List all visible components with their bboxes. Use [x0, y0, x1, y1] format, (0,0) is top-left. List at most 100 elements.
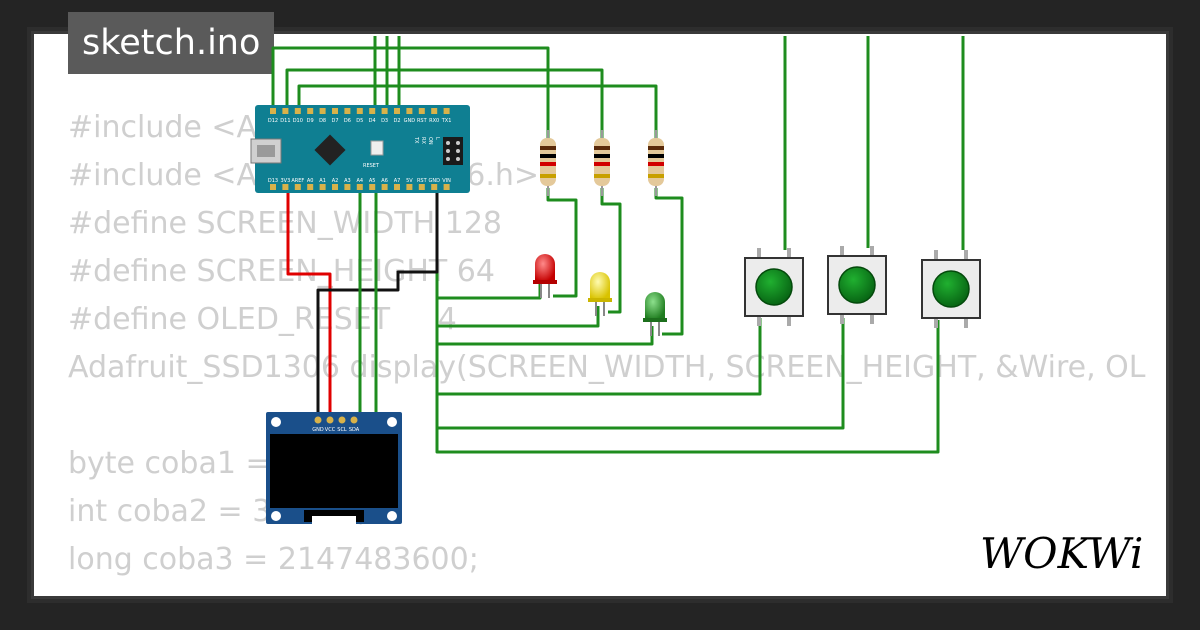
arduino-pin-label: A0 [307, 178, 314, 184]
wire-res2-led2 [600, 188, 622, 314]
arduino-pin[interactable] [294, 184, 301, 190]
oled-pin-label: SDA [349, 427, 360, 433]
arduino-pin-label: A1 [319, 178, 326, 184]
wire-d11-res2 [285, 68, 604, 140]
code-line: #define OLED_RESET 4 [68, 302, 457, 337]
arduino-pin[interactable] [282, 184, 289, 190]
arduino-pin-label: RX0 [429, 118, 439, 124]
led-red [533, 254, 557, 298]
arduino-pin[interactable] [431, 108, 438, 114]
arduino-side-label: TX [413, 136, 419, 144]
arduino-side-label: ON [427, 137, 433, 145]
arduino-pin-label: RST [417, 118, 428, 124]
arduino-pin[interactable] [394, 184, 400, 190]
arduino-pin[interactable] [418, 108, 425, 114]
arduino-side-label: RX [420, 137, 426, 144]
oled-pin[interactable] [314, 416, 322, 424]
arduino-pin-label: TX1 [441, 118, 452, 124]
arduino-pin-label: D5 [356, 118, 363, 124]
arduino-pin-label: D3 [381, 118, 388, 124]
wire-gnd-btn1 [435, 298, 762, 396]
arduino-pin[interactable] [319, 108, 326, 114]
wire-a5-scl [343, 186, 362, 422]
arduino-pin-label: D13 [268, 178, 278, 184]
wire-gnd-btn3 [435, 320, 940, 454]
wire-d10-res3 [297, 84, 658, 140]
arduino-pin[interactable] [270, 184, 276, 190]
arduino-pin-label: A4 [356, 178, 363, 184]
arduino-pin[interactable] [443, 184, 450, 190]
arduino-pin[interactable] [344, 184, 351, 190]
arduino-pin-label: A3 [344, 178, 351, 184]
arduino-pin[interactable] [356, 108, 363, 114]
arduino-pin[interactable] [418, 184, 425, 190]
oled-pin-label: GND [312, 427, 324, 433]
arduino-pin[interactable] [270, 108, 276, 114]
arduino-pin[interactable] [381, 184, 388, 190]
push-button[interactable] [744, 248, 804, 326]
arduino-pin-label: A6 [381, 178, 388, 184]
wire-3v3-vcc [286, 186, 332, 420]
arduino-pin[interactable] [369, 108, 376, 114]
reset-button [370, 140, 384, 156]
arduino-pin-label: 5V [406, 178, 413, 184]
arduino-pin[interactable] [406, 108, 413, 114]
resistor [648, 130, 664, 196]
arduino-pin[interactable] [356, 184, 363, 190]
button-cap[interactable] [932, 270, 970, 308]
arduino-pin-label: D8 [319, 118, 326, 124]
wire-gnd-btn2 [435, 318, 845, 430]
arduino-pin[interactable] [443, 108, 450, 114]
oled-pin[interactable] [338, 416, 346, 424]
push-button[interactable] [827, 246, 887, 324]
arduino-pin[interactable] [369, 184, 376, 190]
arduino-pin-label: GND [404, 118, 416, 124]
file-tab[interactable]: sketch.ino [68, 12, 275, 74]
wire-gnd-oled [316, 186, 439, 420]
arduino-pin[interactable] [307, 184, 314, 190]
arduino-pin-label: VIN [442, 178, 451, 184]
arduino-pin-label: GND [428, 178, 440, 184]
arduino-pin[interactable] [332, 184, 338, 190]
arduino-pin[interactable] [319, 184, 326, 190]
arduino-board [255, 105, 470, 193]
arduino-pin[interactable] [307, 108, 314, 114]
wire-d12-res1 [271, 46, 550, 140]
arduino-pin[interactable] [294, 108, 301, 114]
code-editor-background: #include <Ac#include <Ad 6.h>#define SCR… [68, 104, 1146, 584]
icsp-header [443, 137, 463, 165]
arduino-pin[interactable] [381, 108, 388, 114]
arduino-pin-label: A2 [332, 178, 339, 184]
arduino-pin[interactable] [406, 184, 413, 190]
wire-gnd-led2 [437, 306, 600, 328]
arduino-pin-label: D6 [344, 118, 351, 124]
arduino-pin-label: D7 [331, 118, 338, 124]
button-cap[interactable] [838, 266, 876, 304]
push-button[interactable] [921, 250, 981, 328]
code-line: #define SCREEN_WIDTH 128 [68, 206, 503, 241]
arduino-pin[interactable] [344, 108, 351, 114]
wires [271, 36, 965, 454]
arduino-pin-label: D12 [268, 118, 278, 124]
code-line: Adafruit_SSD1306 display(SCREEN_WIDTH, S… [68, 350, 1146, 385]
oled-pin[interactable] [326, 416, 334, 424]
wire-a4-sda [354, 186, 378, 422]
oled-pin[interactable] [350, 416, 358, 424]
reset-label: RESET [363, 163, 380, 169]
arduino-pin[interactable] [332, 108, 338, 114]
arduino-pin-label: D11 [280, 118, 290, 124]
arduino-pin[interactable] [282, 108, 289, 114]
arduino-pin[interactable] [394, 108, 400, 114]
button-cap[interactable] [755, 268, 793, 306]
arduino-pin-label: RST [417, 178, 428, 184]
arduino-pin[interactable] [431, 184, 438, 190]
wire-gnd-led3 [437, 326, 654, 346]
usb-connector [250, 138, 282, 164]
code-line: #include <Ad 6.h> [68, 158, 540, 193]
code-line: long coba3 = 2147483600; [68, 542, 479, 577]
arduino-pin-label: D4 [369, 118, 376, 124]
resistors [540, 130, 664, 196]
